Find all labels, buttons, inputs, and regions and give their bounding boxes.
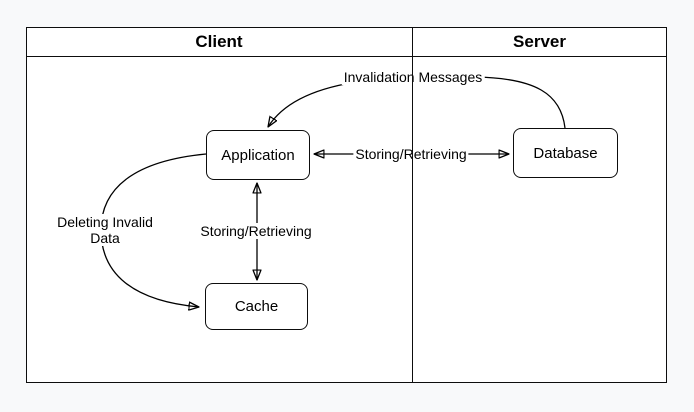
deleting-invalid-data-label: Deleting Invalid Data [48,214,162,246]
storing-retrieving-vertical-label: Storing/Retrieving [198,223,314,239]
deleting-invalid-data-label-line2: Data [90,230,120,246]
table-background [26,27,667,383]
client-section-header: Client [195,31,243,51]
server-section-header: Server [513,31,566,51]
invalidation-messages-label: Invalidation Messages [341,69,485,85]
cache-node: Cache [205,283,308,330]
storing-retrieving-horizontal-label: Storing/Retrieving [353,146,469,162]
database-node: Database [513,128,618,178]
application-node: Application [206,130,310,180]
deleting-invalid-data-label-line1: Deleting Invalid [57,214,153,230]
